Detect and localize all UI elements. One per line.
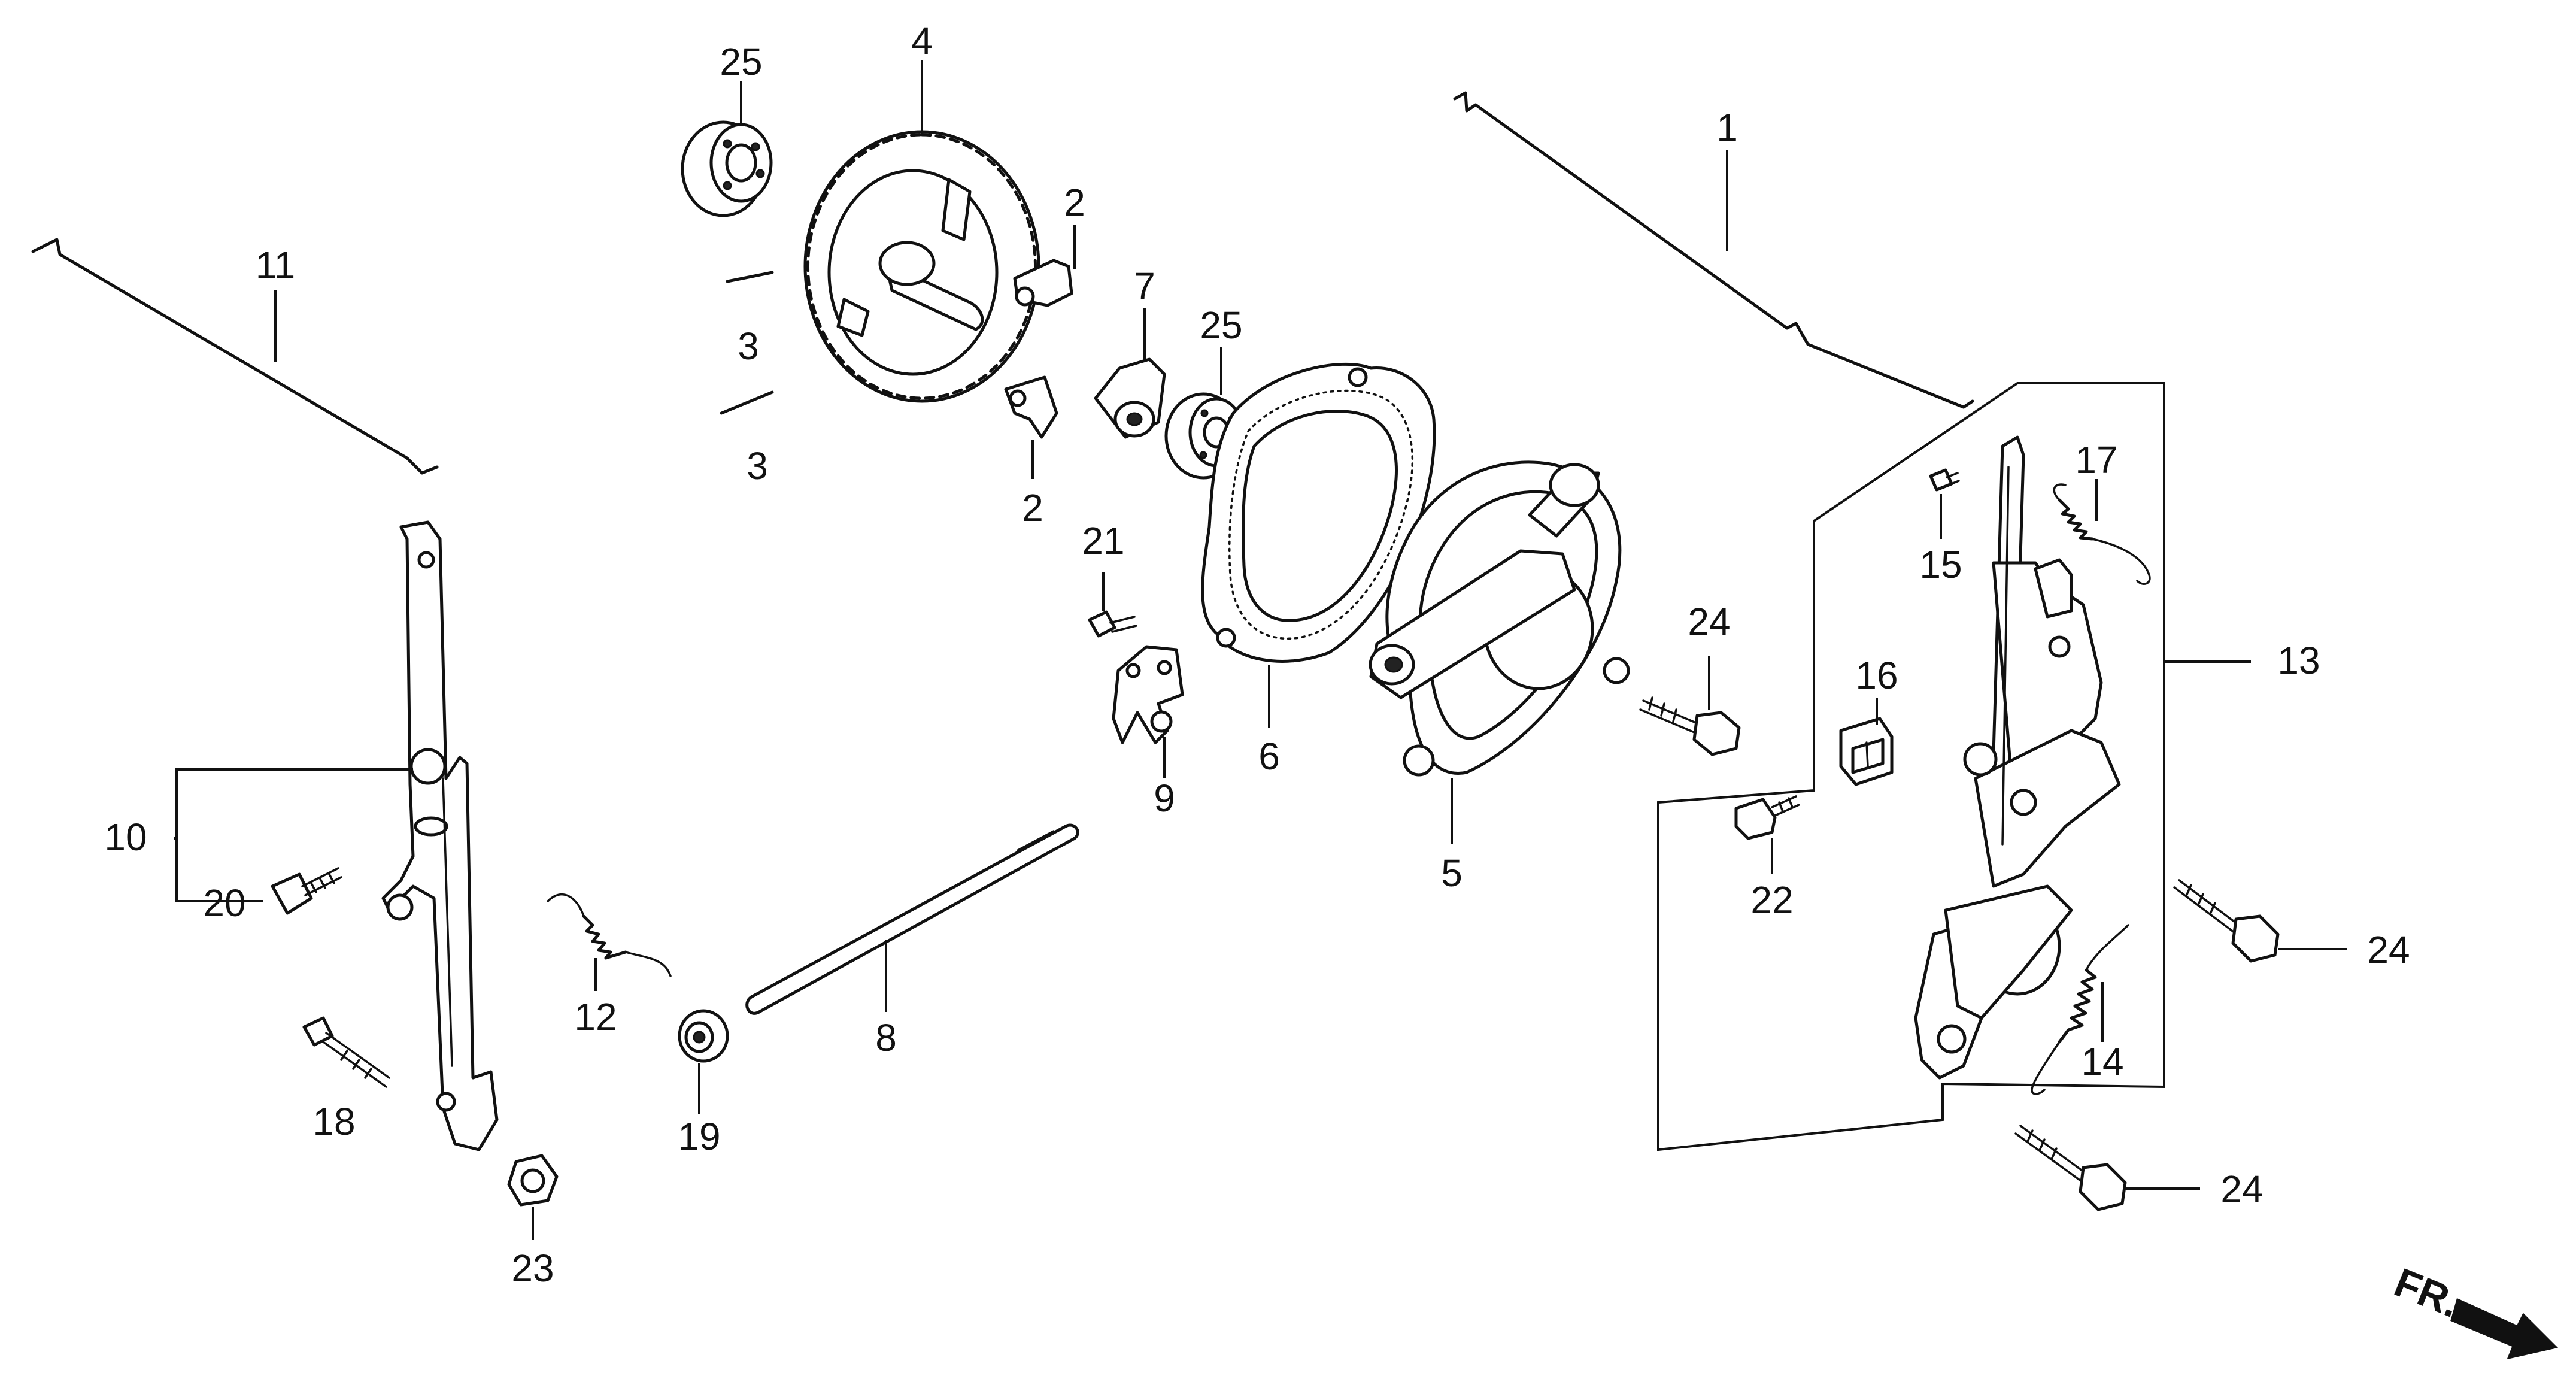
part-14-spring	[2031, 924, 2129, 1095]
callout-16: 16	[1855, 654, 1898, 697]
part-21-screw	[1088, 610, 1137, 638]
callout-10: 10	[104, 816, 147, 859]
part-5-cover	[1369, 460, 1630, 777]
callout-3a: 3	[738, 325, 759, 368]
callout-8: 8	[875, 1016, 897, 1059]
callout-14: 14	[2081, 1040, 2123, 1083]
callout-4: 4	[911, 19, 933, 62]
front-arrow-icon	[2450, 1298, 2558, 1360]
callout-7: 7	[1134, 265, 1155, 308]
callout-19: 19	[678, 1115, 720, 1158]
part-22-screw	[1734, 795, 1800, 840]
part-11-rod	[31, 238, 439, 475]
part-7-sleeve	[1094, 357, 1166, 439]
callout-25a: 25	[720, 40, 762, 83]
leader-10	[174, 768, 413, 902]
part-15-screw	[1929, 468, 1960, 492]
part-13-lever-assembly	[1914, 435, 2121, 1080]
callout-21: 21	[1082, 519, 1124, 562]
part-23-nut	[507, 1154, 559, 1207]
part-1-rod	[1453, 91, 1974, 409]
part-16-clip	[1839, 717, 1894, 786]
part-18-t-bolt	[302, 1016, 390, 1088]
part-24-bolt-bottom	[2014, 1125, 2127, 1211]
callout-6: 6	[1258, 735, 1280, 778]
part-3-pin-lower	[720, 390, 774, 415]
callout-24b: 24	[2367, 928, 2410, 971]
part-3-pin-upper	[726, 271, 774, 283]
callout-24c: 24	[2220, 1168, 2263, 1211]
part-19-collar	[678, 1009, 729, 1063]
callout-22: 22	[1750, 878, 1793, 922]
part-4-gear	[803, 130, 1040, 403]
part-24-bolt-middle	[2173, 879, 2280, 963]
part-17-spring	[2053, 483, 2151, 585]
part-20-bolt	[271, 867, 342, 915]
callout-25b: 25	[1200, 304, 1242, 347]
callout-11: 11	[256, 244, 295, 287]
callout-24a: 24	[1688, 600, 1730, 643]
callout-15: 15	[1919, 543, 1962, 586]
assembly-13-boundary	[1657, 382, 2165, 1151]
callout-13: 13	[2277, 639, 2320, 682]
part-2-weight-upper	[1013, 259, 1073, 307]
callout-2b: 2	[1022, 486, 1043, 529]
part-2-weight-lower	[1004, 375, 1058, 439]
callout-20: 20	[203, 881, 245, 925]
callout-5: 5	[1441, 851, 1463, 895]
callout-17: 17	[2075, 438, 2117, 481]
front-direction-indicator: FR.	[2388, 1259, 2558, 1360]
part-25-bearing-top	[681, 120, 773, 217]
part-8-shaft	[745, 823, 1079, 1015]
part-12-spring	[547, 893, 672, 977]
part-6-gasket	[1201, 362, 1436, 663]
callout-23: 23	[511, 1247, 554, 1290]
callout-12: 12	[574, 995, 617, 1038]
callout-18: 18	[312, 1100, 355, 1143]
callout-9: 9	[1154, 777, 1175, 820]
callout-3b: 3	[747, 444, 768, 487]
callout-1: 1	[1716, 106, 1738, 149]
callout-2a: 2	[1064, 181, 1085, 224]
part-24-bolt-top	[1639, 696, 1741, 756]
part-9-bracket	[1112, 645, 1184, 744]
part-10-lever-arm	[381, 520, 499, 1151]
